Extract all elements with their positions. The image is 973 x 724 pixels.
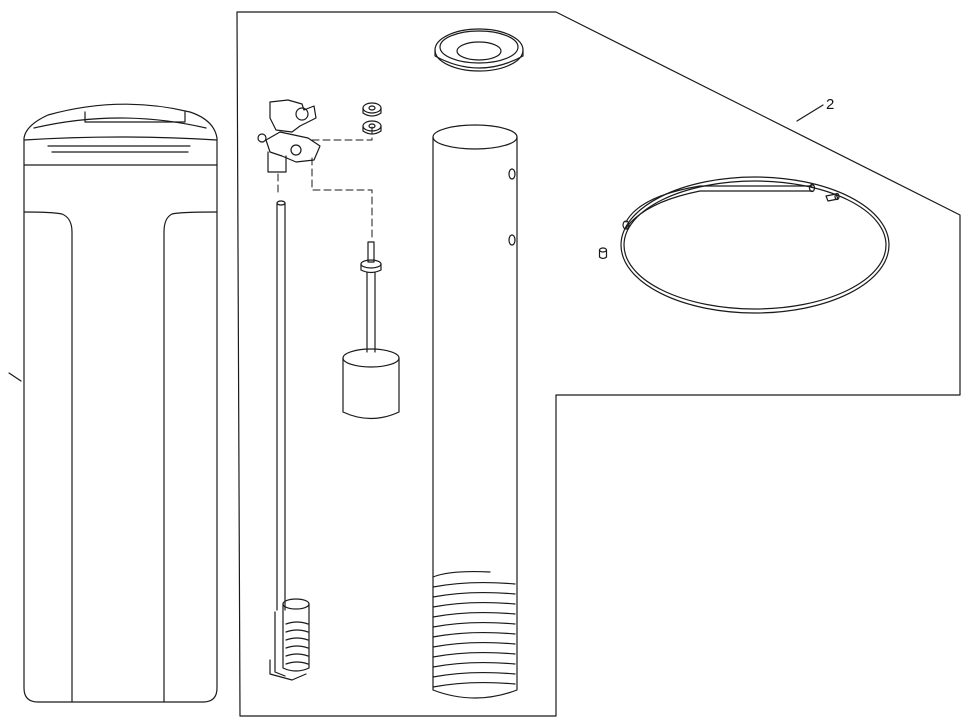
parts-panel-outline: [236, 11, 961, 717]
small-fitting: [598, 247, 608, 260]
float-rod: [360, 241, 382, 353]
brine-tubing-coil: [620, 176, 890, 314]
brine-well-tube: [432, 124, 518, 699]
brine-pickup-tube: [276, 200, 286, 611]
callout-item-2: 2: [826, 96, 834, 113]
item-2-leader-line: [796, 104, 824, 122]
softener-cabinet: [8, 103, 218, 703]
float: [342, 348, 400, 420]
washer-upper: [362, 102, 382, 117]
washer-lower: [362, 120, 382, 135]
brine-well-cap: [434, 28, 524, 72]
cabinet-leader-line: [8, 372, 22, 382]
tubing-insert: [825, 192, 840, 202]
assembly-guide-lines: [277, 125, 373, 239]
air-check-assembly: [269, 598, 310, 681]
brine-valve-body: [257, 99, 321, 173]
